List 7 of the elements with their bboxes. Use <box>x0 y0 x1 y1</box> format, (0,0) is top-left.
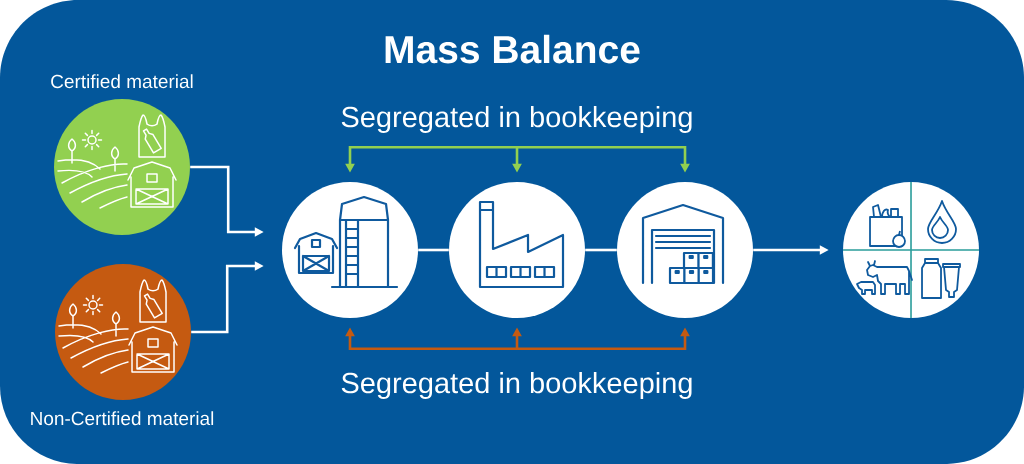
connector-line <box>585 248 617 252</box>
node-heading: Non-Certified material <box>31 411 214 426</box>
title: Mass Balance <box>385 34 640 64</box>
node-heading: Certified material <box>51 74 193 89</box>
note-text: Segregated in bookkeeping <box>341 372 692 400</box>
note-text: Segregated in bookkeeping <box>341 106 692 134</box>
connector-line <box>418 248 449 252</box>
